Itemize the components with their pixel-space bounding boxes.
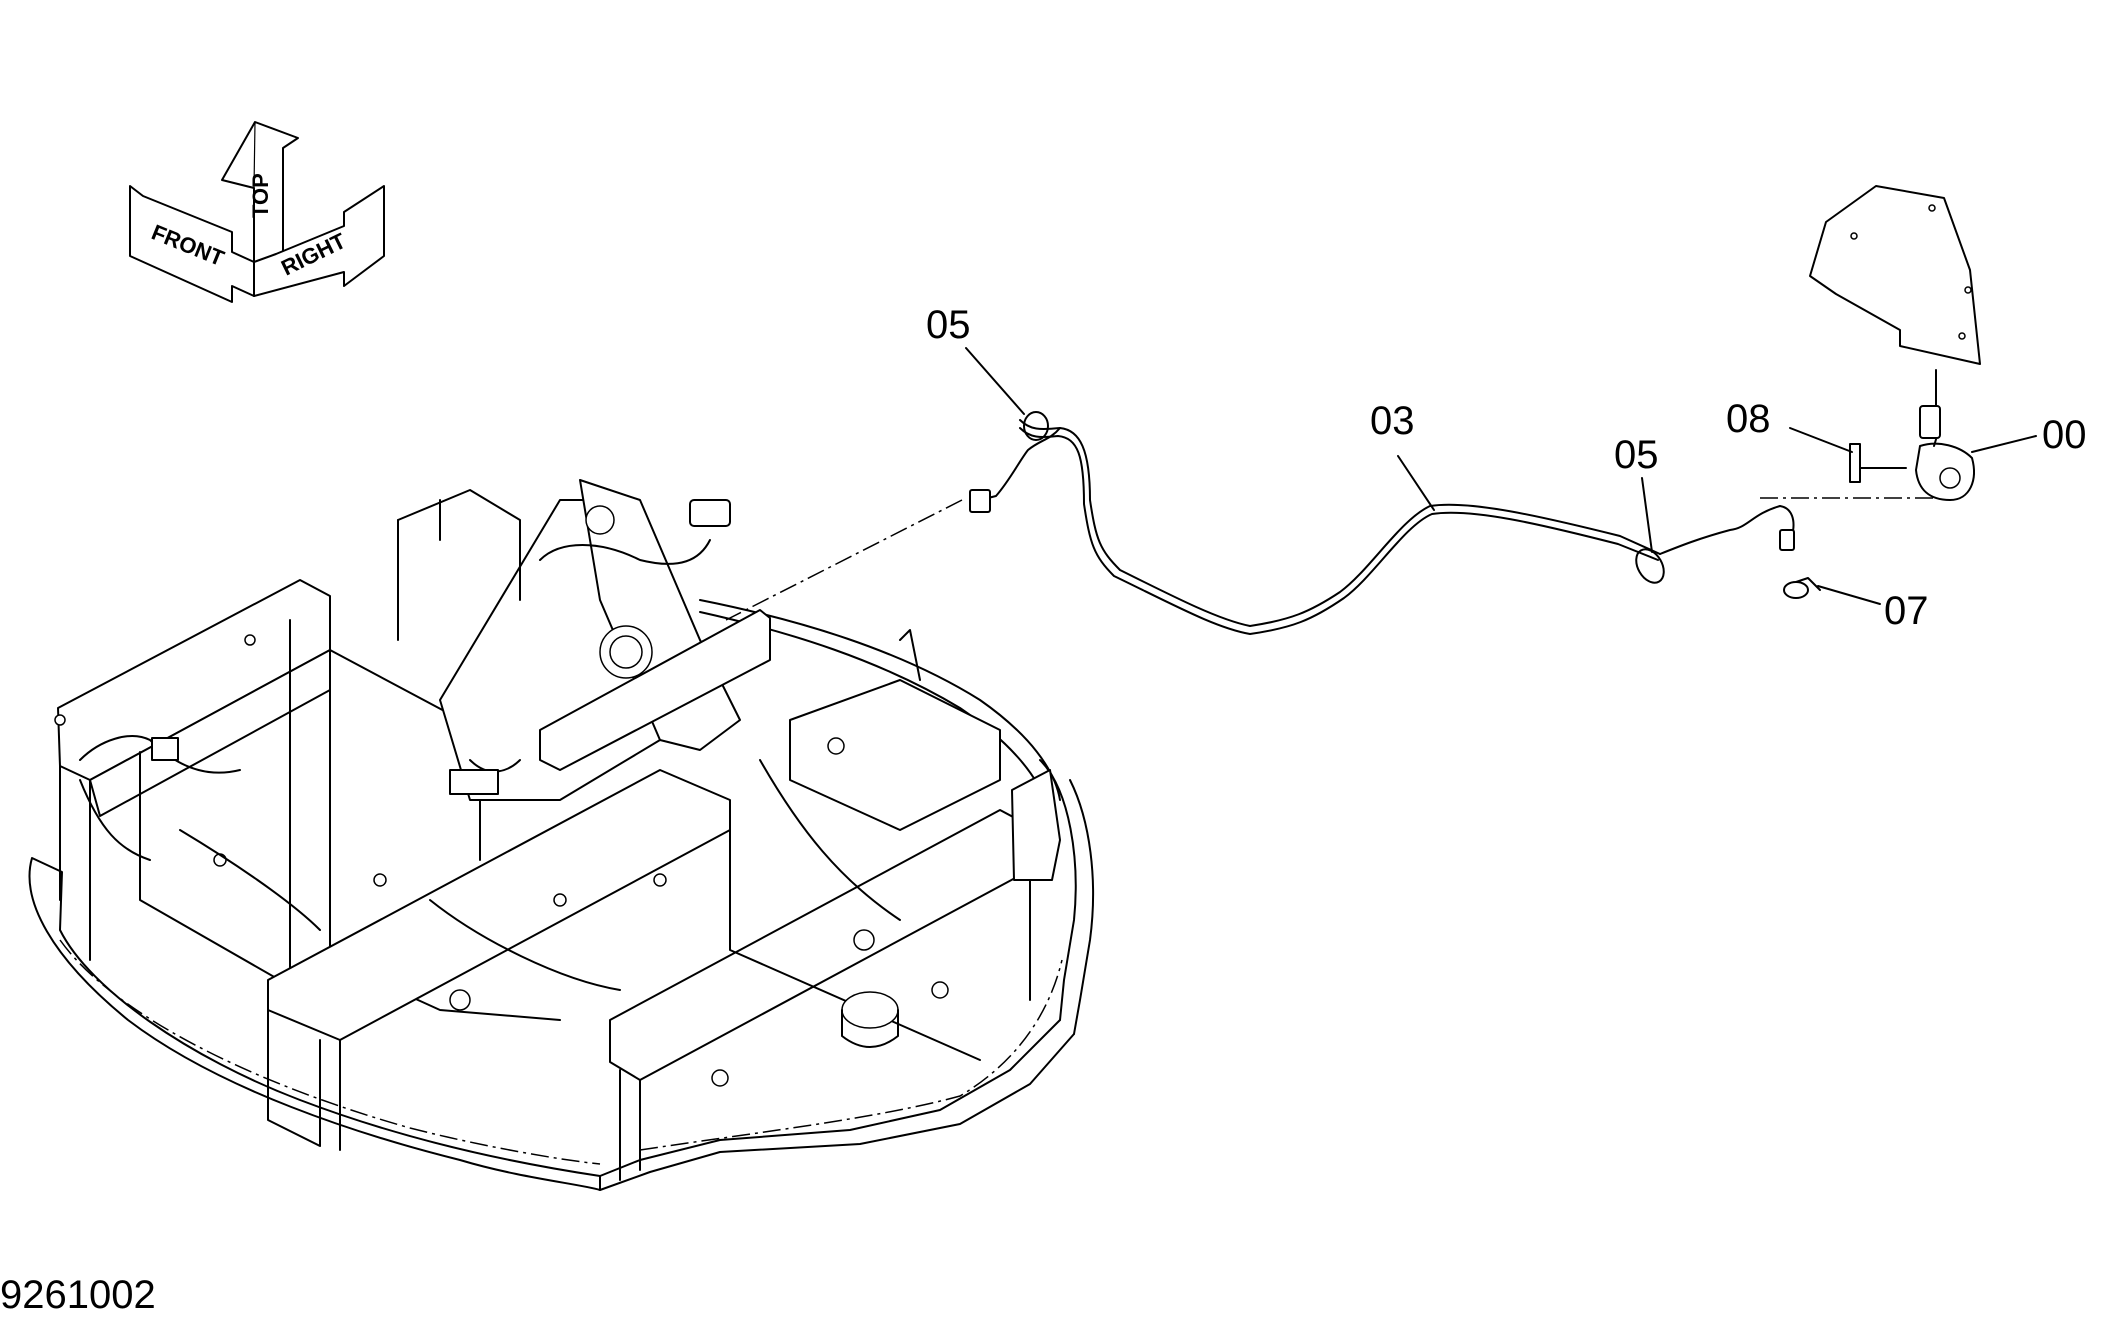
leader-08 bbox=[1789, 427, 1853, 453]
leader-03 bbox=[1397, 455, 1435, 511]
leader-00 bbox=[1971, 435, 2037, 453]
drawing-id: 9261002 bbox=[0, 1273, 156, 1313]
leader-05a bbox=[965, 347, 1025, 415]
callout-05-upper: 05 bbox=[926, 303, 971, 347]
orientation-label-top: TOP bbox=[248, 173, 273, 218]
callout-labels: 05 03 05 08 00 07 bbox=[926, 303, 2087, 633]
assembly-leader-1 bbox=[725, 499, 963, 621]
callout-07: 07 bbox=[1884, 589, 1929, 633]
leader-lines bbox=[965, 347, 2037, 605]
callout-03: 03 bbox=[1370, 399, 1415, 443]
part-00 bbox=[1809, 185, 1981, 501]
upper-frame-assembly bbox=[28, 479, 1095, 1191]
orientation-icon: TOP FRONT RIGHT bbox=[129, 121, 385, 303]
leader-05b bbox=[1641, 477, 1653, 553]
callout-00: 00 bbox=[2042, 413, 2087, 457]
frame-harness bbox=[79, 499, 731, 931]
callout-05-lower: 05 bbox=[1614, 433, 1659, 477]
leader-07 bbox=[1817, 585, 1881, 605]
part-07 bbox=[1783, 577, 1821, 599]
part-08 bbox=[1849, 443, 1907, 483]
harness-03 bbox=[969, 411, 1795, 635]
callout-08: 08 bbox=[1726, 397, 1771, 441]
